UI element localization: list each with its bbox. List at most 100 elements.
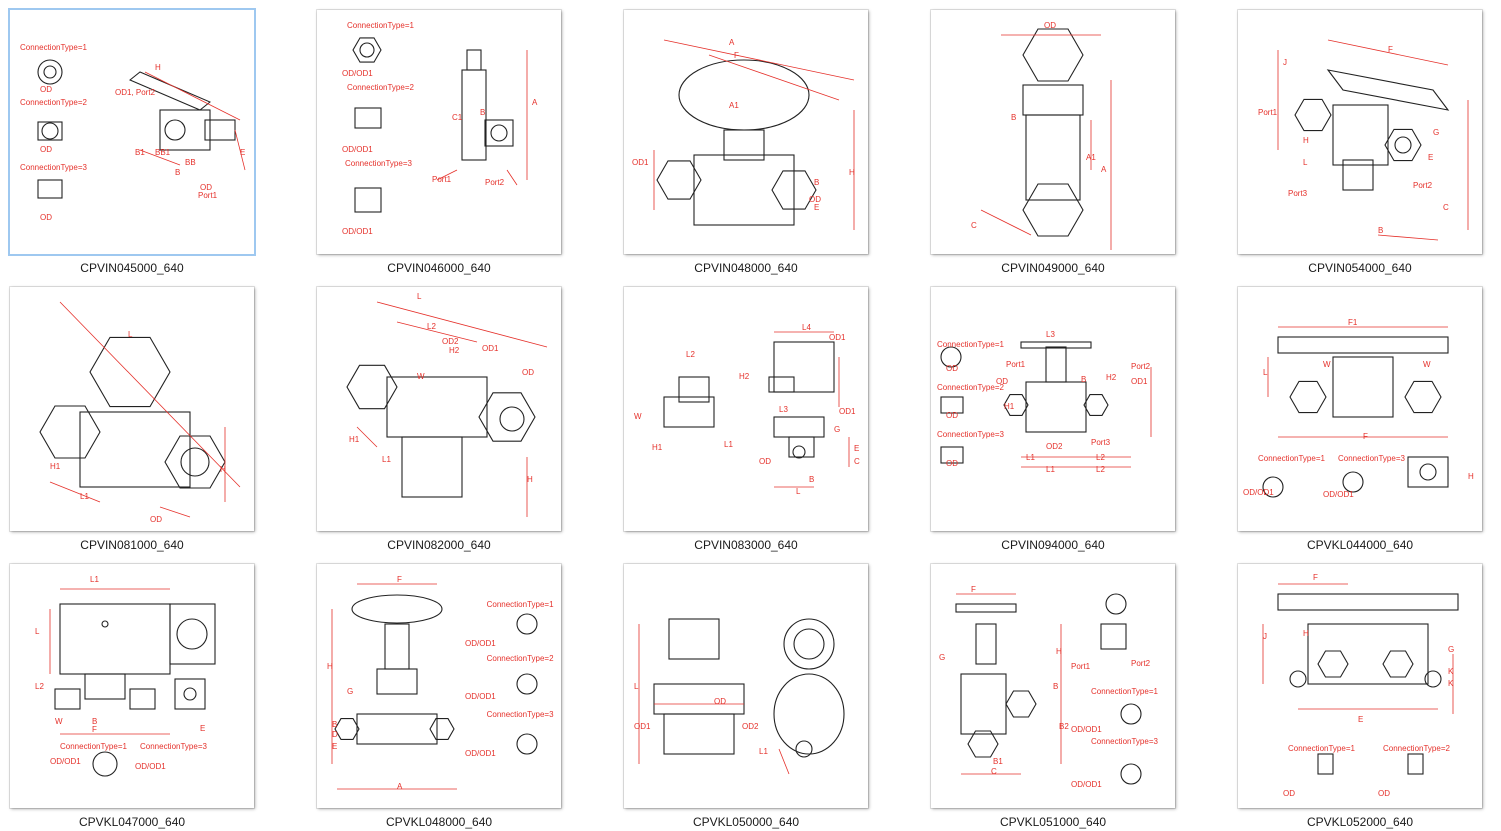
dimension-label: ConnectionType=1 — [487, 600, 554, 609]
drawing-shape — [84, 673, 126, 700]
dimension-label: ConnectionType=2 — [20, 98, 87, 107]
drawing-shape — [37, 179, 63, 199]
drawing-shape — [668, 618, 720, 660]
drawing-shape — [1407, 753, 1424, 775]
dimension-label: OD1 — [1131, 377, 1148, 386]
drawing-shape — [180, 447, 210, 477]
hex-nut-shape — [967, 730, 999, 758]
thumbnail-filename: CPVIN049000_640 — [1001, 261, 1105, 275]
drawing-shape — [1307, 623, 1429, 685]
dimension-label: OD — [1378, 789, 1390, 798]
drawing-shape — [129, 688, 156, 710]
drawing-shape — [1317, 753, 1334, 775]
dimension-label: OD — [1283, 789, 1295, 798]
dimension-label: Port1 — [1258, 108, 1278, 117]
dimension-label: OD — [522, 368, 534, 377]
dimension-line — [356, 426, 378, 448]
drawing-shape — [960, 673, 1007, 735]
drawing-shape — [1342, 159, 1374, 191]
hex-nut-shape — [334, 718, 360, 740]
drawing-shape — [1419, 463, 1437, 481]
dimension-label: OD — [40, 85, 52, 94]
dimension-label: L1 — [724, 440, 733, 449]
drawing-shape — [1262, 476, 1284, 498]
dimension-label: E — [854, 444, 859, 453]
dimension-label: OD — [40, 145, 52, 154]
drawing-shape — [43, 65, 57, 79]
drawing-shape — [164, 119, 186, 141]
dimension-label: BB — [185, 158, 196, 167]
hex-nut-shape — [346, 364, 398, 410]
drawing-shape — [41, 122, 59, 140]
dimension-label: OD/OD1 — [465, 749, 496, 758]
dimension-label: F — [397, 575, 402, 584]
dimension-label: OD/OD1 — [1323, 490, 1354, 499]
dimension-label: ConnectionType=1 — [20, 43, 87, 52]
dimension-label: Port2 — [1413, 181, 1433, 190]
hex-nut-shape — [656, 160, 702, 200]
dimension-label: Port2 — [485, 178, 505, 187]
dimension-label: W — [634, 412, 642, 421]
drawing-shape — [1394, 136, 1412, 154]
dimension-label: F — [1313, 573, 1318, 582]
drawing-shape — [955, 603, 1017, 613]
dimension-label: Port1 — [198, 191, 218, 200]
dimension-label: G — [347, 687, 353, 696]
drawing-shape — [975, 623, 997, 665]
dimension-line — [376, 301, 548, 348]
drawing-shape — [1407, 456, 1449, 488]
dimension-label: H2 — [449, 346, 460, 355]
dimension-label: Port1 — [432, 175, 452, 184]
hex-nut-shape — [1289, 380, 1327, 414]
dimension-label: H2 — [1106, 373, 1117, 382]
thumbnail-filename: CPVIN094000_640 — [1001, 538, 1105, 552]
dimension-label: Port1 — [1006, 360, 1026, 369]
drawing-shape — [174, 678, 206, 710]
dimension-label: B — [1011, 113, 1016, 122]
thumbnail-filename: CPVKL051000_640 — [999, 815, 1107, 829]
dimension-line — [159, 506, 191, 518]
dimension-label: OD1 — [634, 722, 651, 731]
drawing-shape — [1025, 114, 1081, 201]
dimension-label: E — [814, 203, 819, 212]
dimension-label: C — [854, 457, 860, 466]
dimension-label: ConnectionType=2 — [487, 654, 554, 663]
dimension-label: OD/OD1 — [1243, 488, 1274, 497]
drawing-shape — [1277, 593, 1459, 611]
drawing-shape — [59, 603, 171, 675]
hex-nut-shape — [429, 718, 455, 740]
thumbnail-filename: CPVKL048000_640 — [385, 815, 493, 829]
